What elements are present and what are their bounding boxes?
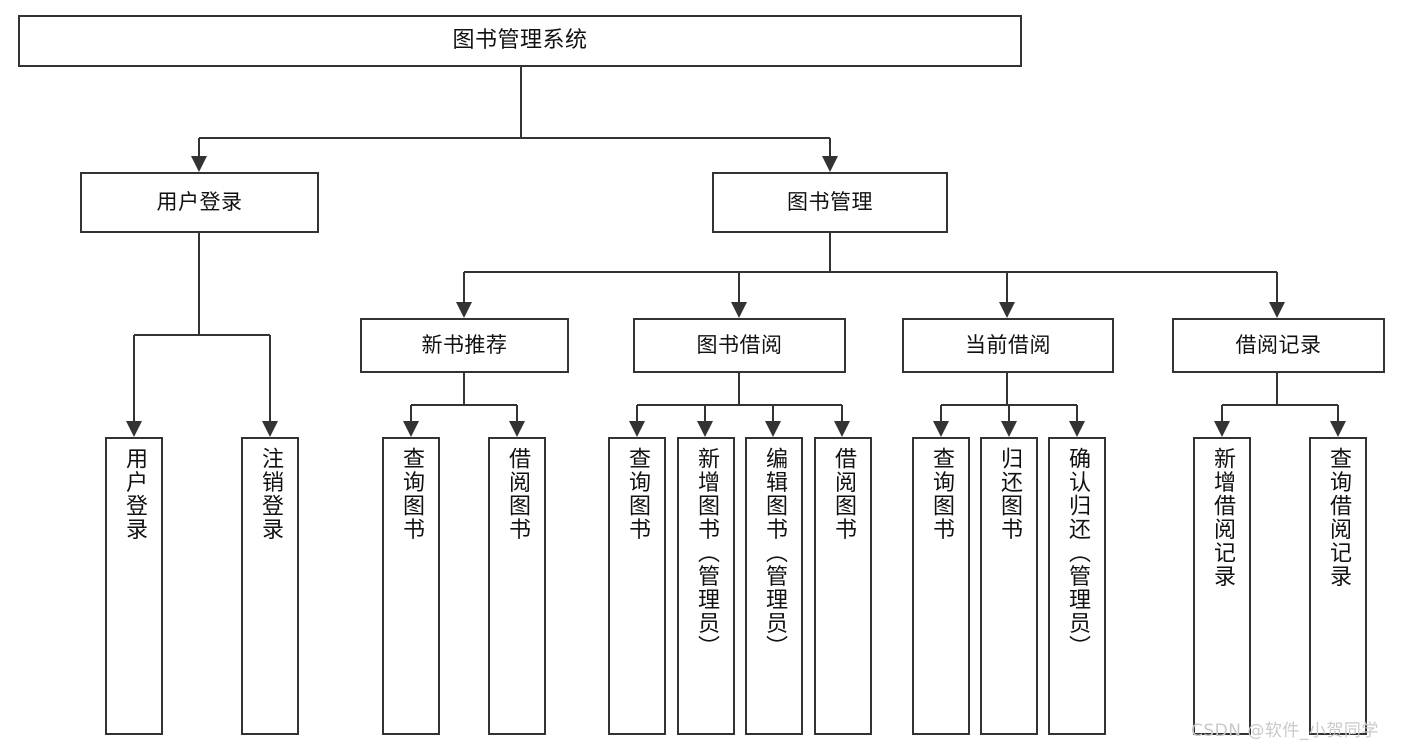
leaf-return-book[interactable]: 归还图书	[980, 437, 1038, 735]
leaf-add-borrow-record[interactable]: 新增借阅记录	[1193, 437, 1251, 735]
leaf-return-book-label: 归还图书	[996, 447, 1022, 541]
leaf-query-book-nb[interactable]: 查询图书	[382, 437, 440, 735]
leaf-user-login-label: 用户登录	[121, 447, 147, 541]
node-new-book-recommend[interactable]: 新书推荐	[360, 318, 569, 373]
leaf-add-book-admin-label: 新增图书（管理员）	[693, 447, 719, 659]
leaf-query-book-bb[interactable]: 查询图书	[608, 437, 666, 735]
node-book-borrow-label: 图书借阅	[696, 332, 783, 357]
arrowhead-leaf-3	[403, 421, 419, 437]
arrowhead-leaf-8	[834, 421, 850, 437]
arrowhead-borrow-record	[1269, 302, 1285, 318]
leaf-edit-book-admin-label: 编辑图书（管理员）	[761, 447, 787, 659]
leaf-logout[interactable]: 注销登录	[241, 437, 299, 735]
leaf-query-book-cb[interactable]: 查询图书	[912, 437, 970, 735]
arrowhead-user-login	[191, 156, 207, 172]
arrowhead-leaf-2	[262, 421, 278, 437]
arrowhead-leaf-6	[697, 421, 713, 437]
leaf-query-borrow-record[interactable]: 查询借阅记录	[1309, 437, 1367, 735]
leaf-confirm-return-admin[interactable]: 确认归还（管理员）	[1048, 437, 1106, 735]
leaf-logout-label: 注销登录	[257, 447, 283, 541]
node-borrow-record-label: 借阅记录	[1235, 332, 1322, 357]
arrowhead-leaf-1	[126, 421, 142, 437]
node-current-borrow-label: 当前借阅	[965, 332, 1051, 357]
arrowhead-new-book	[456, 302, 472, 318]
node-root-label: 图书管理系统	[452, 27, 588, 53]
node-new-book-recommend-label: 新书推荐	[421, 332, 508, 357]
leaf-confirm-return-admin-label: 确认归还（管理员）	[1064, 447, 1090, 659]
arrowhead-leaf-7	[765, 421, 781, 437]
arrowhead-leaf-12	[1214, 421, 1230, 437]
arrowhead-borrow-book	[731, 302, 747, 318]
node-book-management[interactable]: 图书管理	[712, 172, 948, 233]
node-current-borrow[interactable]: 当前借阅	[902, 318, 1114, 373]
arrowhead-leaf-5	[629, 421, 645, 437]
arrowhead-leaf-4	[509, 421, 525, 437]
arrowhead-book-manage	[822, 156, 838, 172]
arrowhead-leaf-10	[1001, 421, 1017, 437]
leaf-query-book-bb-label: 查询图书	[624, 447, 650, 541]
node-user-login[interactable]: 用户登录	[80, 172, 319, 233]
node-book-borrow[interactable]: 图书借阅	[633, 318, 846, 373]
leaf-query-book-cb-label: 查询图书	[928, 447, 954, 541]
leaf-borrow-book-nb-label: 借阅图书	[504, 447, 530, 541]
arrowhead-leaf-9	[933, 421, 949, 437]
arrowhead-current-borrow	[999, 302, 1015, 318]
leaf-user-login[interactable]: 用户登录	[105, 437, 163, 735]
csdn-watermark: CSDN @软件_小贺同学	[1191, 721, 1379, 741]
leaf-query-borrow-record-label: 查询借阅记录	[1325, 447, 1351, 588]
leaf-add-book-admin[interactable]: 新增图书（管理员）	[677, 437, 735, 735]
leaf-query-book-nb-label: 查询图书	[398, 447, 424, 541]
leaf-edit-book-admin[interactable]: 编辑图书（管理员）	[745, 437, 803, 735]
arrowhead-leaf-11	[1069, 421, 1085, 437]
leaf-add-borrow-record-label: 新增借阅记录	[1209, 447, 1235, 588]
node-root[interactable]: 图书管理系统	[18, 15, 1022, 67]
node-book-management-label: 图书管理	[787, 189, 873, 214]
leaf-borrow-book-bb-label: 借阅图书	[830, 447, 856, 541]
arrowhead-leaf-13	[1330, 421, 1346, 437]
leaf-borrow-book-nb[interactable]: 借阅图书	[488, 437, 546, 735]
node-borrow-record[interactable]: 借阅记录	[1172, 318, 1385, 373]
node-user-login-label: 用户登录	[156, 189, 243, 214]
leaf-borrow-book-bb[interactable]: 借阅图书	[814, 437, 872, 735]
